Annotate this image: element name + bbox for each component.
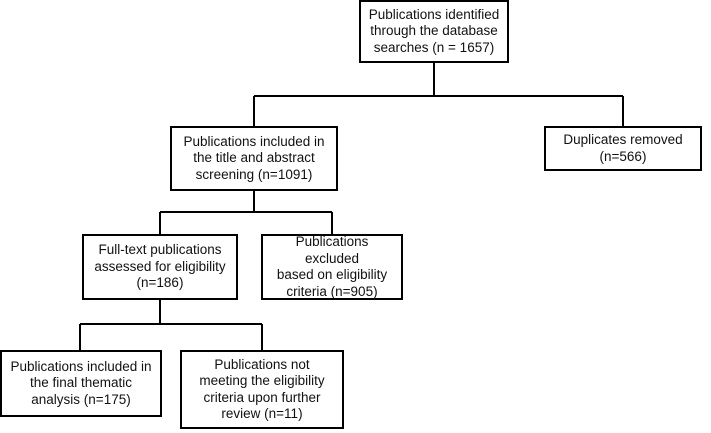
box-label-line: the title and abstract [193,150,315,166]
box-label-line: assessed for eligibility [94,258,226,274]
box-label-line: Full-text publications [98,242,222,258]
box-label-line: criteria upon further [203,389,321,405]
box-label-line: the final thematic [29,375,133,391]
box-label-line: searches (n = 1657) [373,39,495,55]
box-label-line: Duplicates removed [563,132,683,147]
box-label-line: Publications excluded [295,234,369,266]
box-duplicates: Duplicates removed(n=566) [544,126,702,171]
box-label-line: screening (n=1091) [195,166,313,182]
box-label-line: (n=566) [599,148,647,164]
box-label-line: Publications not [214,356,310,372]
box-label-line: analysis (n=175) [31,391,131,407]
box-label-line: review (n=11) [221,406,303,421]
box-label-line: through the database [370,23,498,39]
box-label-line: meeting the eligibility [199,373,325,388]
box-label-line: Publications identified [368,6,500,22]
box-label-line: (n=186) [136,275,184,291]
box-label-line: Publications included in [183,133,325,149]
box-label: Duplicates removed(n=566) [563,132,682,165]
box-label-line: based on eligibility [276,267,388,282]
box-label-line: criteria (n=905) [286,283,378,299]
box-label-line: Publications included in [10,358,152,374]
